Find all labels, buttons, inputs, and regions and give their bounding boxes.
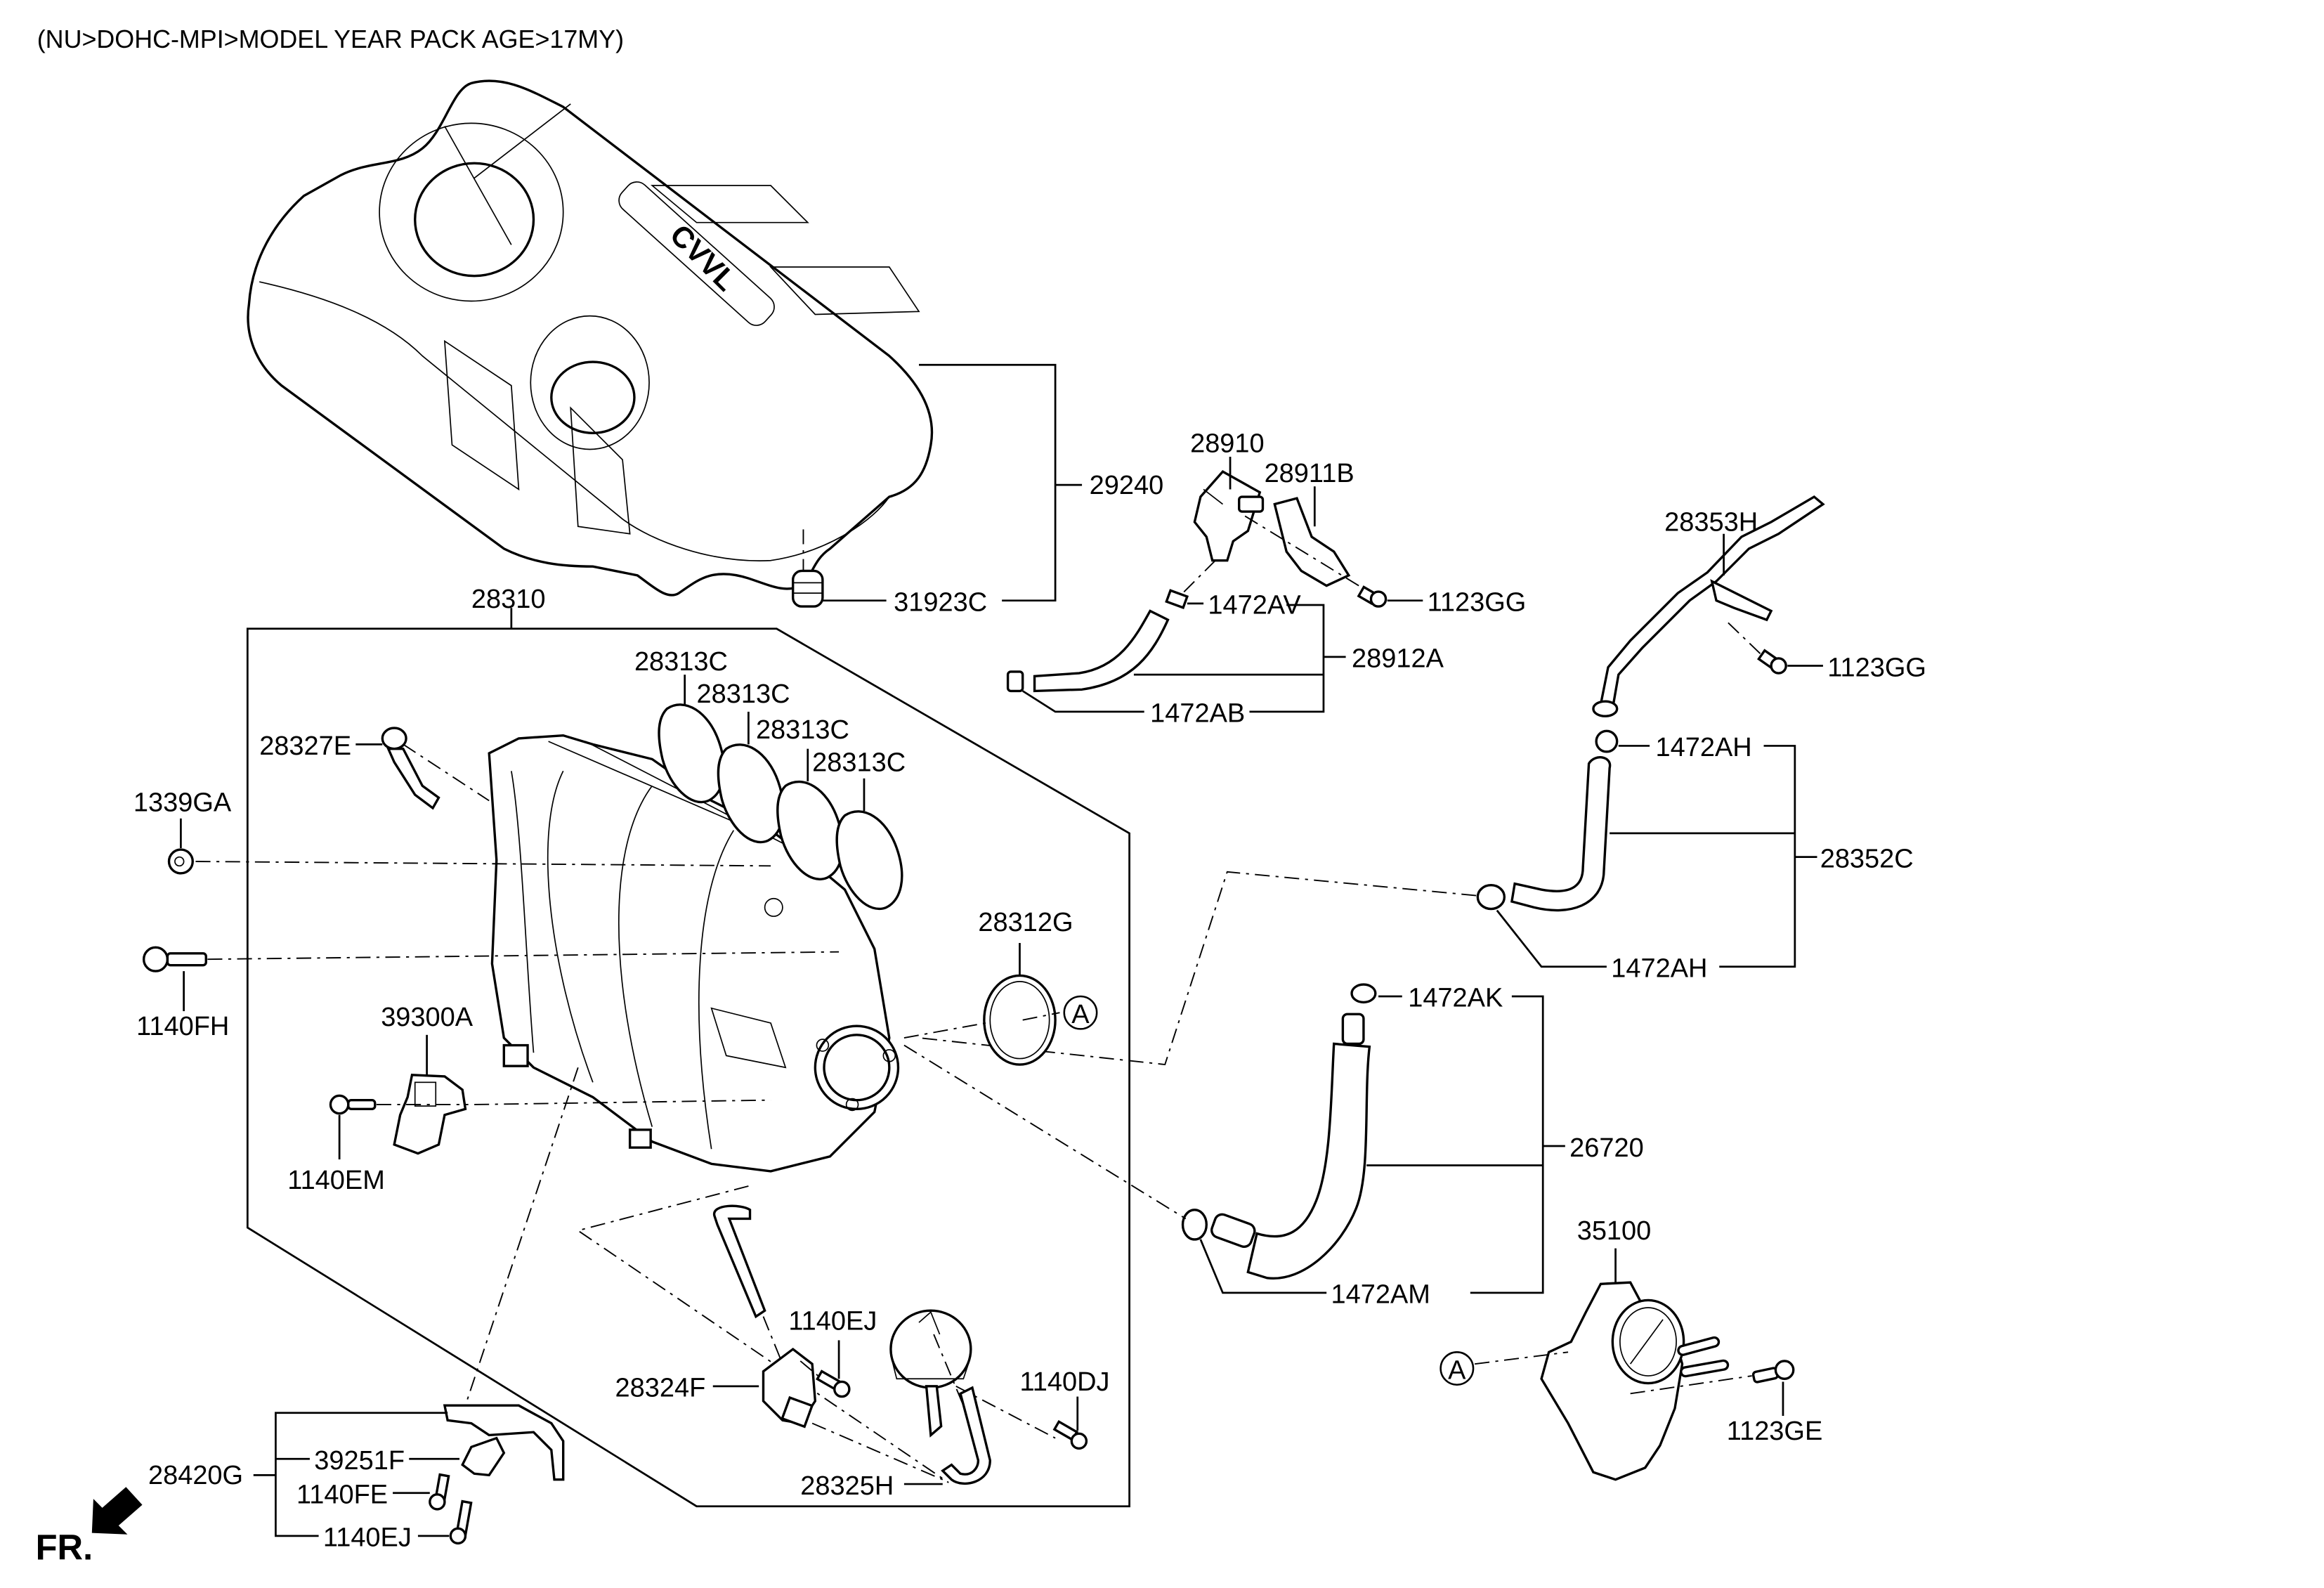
label-28313C-1: 28313C	[634, 647, 728, 677]
label-39251F: 39251F	[314, 1446, 405, 1476]
label-28313C-3: 28313C	[756, 715, 849, 745]
label-28352C: 28352C	[1820, 844, 1914, 873]
label-28324F: 28324F	[615, 1374, 706, 1403]
label-1472AH-upper: 1472AH	[1656, 733, 1752, 762]
label-28353H: 28353H	[1664, 508, 1758, 538]
bolt-1123GG-pcv[interactable]	[1757, 649, 1787, 675]
gasket-4[interactable]	[835, 810, 903, 910]
bolt-1123GE[interactable]	[1751, 1360, 1795, 1384]
label-1339GA: 1339GA	[133, 788, 232, 817]
vis-actuator[interactable]	[889, 1309, 972, 1438]
label-28313C-2: 28313C	[697, 679, 790, 709]
label-26720: 26720	[1569, 1133, 1644, 1163]
label-28910: 28910	[1190, 429, 1265, 459]
label-1140FE: 1140FE	[296, 1480, 388, 1509]
label-1123GG-pcv: 1123GG	[1827, 653, 1926, 682]
svg-text:A: A	[1448, 1355, 1466, 1385]
purge-control-valve[interactable]	[1193, 470, 1265, 562]
vis-solenoid-valve[interactable]	[762, 1347, 817, 1428]
pcv-fitting[interactable]	[381, 727, 440, 810]
breather-hose[interactable]	[713, 1204, 766, 1319]
label-1140DJ: 1140DJ	[1019, 1367, 1109, 1397]
bolt-1123GG-purge[interactable]	[1357, 585, 1388, 608]
label-1140EJ-solenoid: 1140EJ	[788, 1307, 877, 1336]
purge-hose[interactable]	[1033, 609, 1170, 693]
svg-text:FR.: FR.	[36, 1528, 93, 1568]
clamp-1472AH-lower[interactable]	[1476, 884, 1506, 911]
sensor-bracket[interactable]	[443, 1404, 565, 1481]
front-arrow-icon	[91, 1487, 143, 1535]
label-39300A: 39300A	[381, 1003, 474, 1032]
label-28912A: 28912A	[1352, 644, 1444, 674]
nut-1339GA[interactable]	[167, 848, 194, 875]
gasket-3[interactable]	[776, 781, 844, 880]
clamp-1472AK[interactable]	[1350, 983, 1377, 1004]
label-1472AM: 1472AM	[1331, 1280, 1430, 1310]
reference-marker-A-1: A	[1063, 995, 1098, 1030]
clamp-1472AH-upper[interactable]	[1595, 729, 1619, 753]
engine-cover[interactable]: CVVL	[247, 79, 934, 597]
clamp-1472AV[interactable]	[1165, 589, 1189, 609]
grommet[interactable]	[791, 529, 824, 608]
label-1123GE: 1123GE	[1727, 1417, 1823, 1446]
vacuum-hose[interactable]	[941, 1386, 991, 1485]
coolant-hose[interactable]	[1210, 1013, 1371, 1280]
clamp-1472AB[interactable]	[1006, 670, 1024, 693]
label-1140FH: 1140FH	[136, 1012, 229, 1041]
manifold-group-frame	[246, 627, 1130, 1508]
label-1140EJ-bracket: 1140EJ	[323, 1523, 412, 1553]
label-29240: 29240	[1090, 471, 1164, 500]
bolt-1140FH[interactable]	[142, 946, 207, 972]
diagram-title: (NU>DOHC-MPI>MODEL YEAR PACK AGE>17MY)	[37, 25, 624, 53]
label-28310: 28310	[471, 585, 546, 614]
label-1123GG-purge: 1123GG	[1428, 587, 1527, 617]
label-35100: 35100	[1577, 1216, 1652, 1246]
label-28327E: 28327E	[259, 731, 351, 761]
label-31923C: 31923C	[894, 587, 987, 617]
label-28312G: 28312G	[978, 908, 1073, 937]
gasket-1[interactable]	[658, 703, 726, 804]
label-1472AB: 1472AB	[1150, 699, 1245, 729]
label-28911B: 28911B	[1265, 459, 1354, 488]
throttle-body-gasket[interactable]	[983, 974, 1057, 1066]
throttle-body[interactable]	[1540, 1281, 1730, 1481]
pcv-hose[interactable]	[1510, 756, 1612, 912]
label-1140EM: 1140EM	[287, 1166, 385, 1195]
label-28313C-4: 28313C	[812, 748, 906, 777]
bolt-1140EJ-solenoid[interactable]	[816, 1369, 851, 1398]
pcv-pipe[interactable]	[1592, 495, 1825, 717]
reference-marker-A-2: A	[1440, 1351, 1475, 1386]
label-1472AH-lower: 1472AH	[1611, 954, 1707, 984]
bolt-1140EJ-bracket[interactable]	[449, 1499, 473, 1545]
front-direction-indicator: FR.	[36, 1487, 143, 1568]
label-1472AV: 1472AV	[1208, 591, 1301, 620]
label-28420G: 28420G	[148, 1461, 243, 1490]
map-sensor[interactable]	[393, 1074, 467, 1155]
label-28325H: 28325H	[800, 1471, 894, 1501]
bolt-1140DJ[interactable]	[1052, 1419, 1088, 1450]
bolt-1140FE[interactable]	[429, 1473, 450, 1511]
bracket-sensor-39251F[interactable]	[461, 1436, 506, 1477]
clamp-1472AM[interactable]	[1181, 1209, 1208, 1241]
label-1472AK: 1472AK	[1408, 984, 1503, 1013]
bolt-1140EM[interactable]	[329, 1094, 377, 1115]
purge-valve-bracket[interactable]	[1273, 497, 1351, 587]
svg-text:A: A	[1071, 1000, 1090, 1029]
gasket-2[interactable]	[717, 743, 785, 844]
